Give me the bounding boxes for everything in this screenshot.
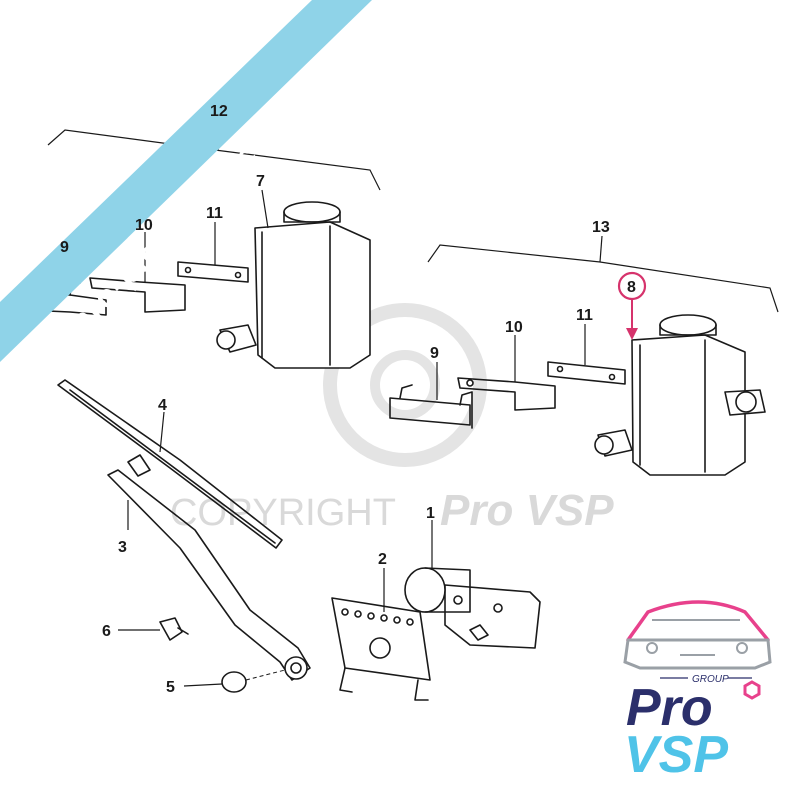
hexagon-nut-icon bbox=[743, 680, 761, 700]
part-10-strap-upper bbox=[89, 232, 186, 313]
part-2-mounting-bracket bbox=[331, 568, 431, 701]
callout-11-right: 11 bbox=[576, 307, 593, 324]
part-11-plate-upper bbox=[177, 222, 249, 283]
part-9-clamp-right bbox=[389, 362, 473, 429]
callout-7: 7 bbox=[256, 173, 265, 190]
callout-9-upper: 9 bbox=[60, 239, 69, 256]
callout-11-upper: 11 bbox=[206, 205, 223, 222]
part-10-strap-right bbox=[457, 335, 556, 411]
callout-3: 3 bbox=[118, 539, 127, 556]
part-6-bolt bbox=[118, 617, 189, 641]
part-3-wiper-arm bbox=[107, 469, 311, 681]
part-7-washer-reservoir bbox=[216, 189, 371, 369]
callout-2: 2 bbox=[378, 551, 387, 568]
pro-vsp-logo: GROUP Pro VSP bbox=[623, 600, 772, 784]
callout-6: 6 bbox=[102, 623, 111, 640]
callout-5: 5 bbox=[166, 679, 175, 696]
callout-1: 1 bbox=[426, 505, 435, 522]
callout-9-right: 9 bbox=[430, 345, 439, 362]
watermark: COPYRIGHT Pro VSP bbox=[170, 303, 614, 535]
car-outline-icon bbox=[623, 600, 772, 670]
callout-labels: 12 7 10 11 9 13 8 10 11 9 4 3 1 2 6 5 bbox=[60, 103, 647, 696]
callout-10-upper: 10 bbox=[135, 217, 153, 234]
part-5-cap bbox=[183, 669, 286, 693]
callout-12: 12 bbox=[210, 103, 228, 120]
highlight-ring bbox=[617, 271, 647, 301]
callout-13: 13 bbox=[592, 219, 610, 236]
callout-10-right: 10 bbox=[505, 319, 523, 336]
assembly-bracket-13 bbox=[427, 235, 779, 313]
watermark-copyright: COPYRIGHT bbox=[170, 492, 396, 534]
part-11-plate-right bbox=[547, 324, 626, 385]
part-8-washer-reservoir bbox=[594, 300, 766, 476]
part-4-wiper-blade bbox=[57, 379, 283, 549]
callout-4: 4 bbox=[158, 397, 167, 414]
part-1-wiper-motor bbox=[404, 520, 541, 649]
logo-word-vsp: VSP bbox=[624, 726, 728, 784]
callout-8: 8 bbox=[627, 279, 636, 296]
watermark-brand: Pro VSP bbox=[440, 486, 614, 535]
logo-word-pro: Pro bbox=[626, 679, 713, 737]
logo-group-text: GROUP bbox=[692, 674, 729, 685]
